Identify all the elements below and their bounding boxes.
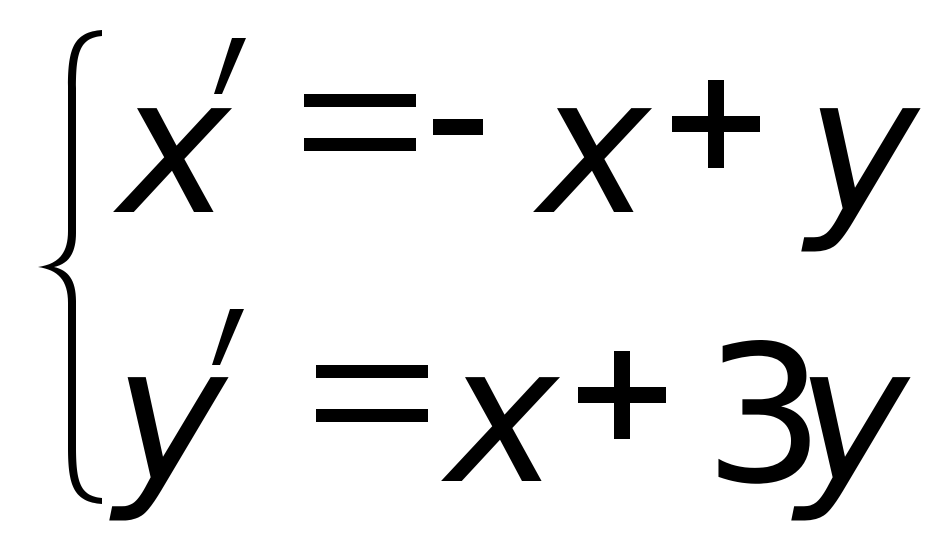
row2-prime-mark: [212, 309, 244, 365]
row1-op-label: +: [672, 100, 712, 101]
row1-minus-sign: [433, 119, 483, 135]
row2-equals-sign: [316, 365, 428, 422]
row1-rhs-variable-x: x: [538, 36, 651, 257]
left-curly-brace: [38, 30, 102, 504]
equation-row-2: y x + 3 y: [0, 267, 937, 534]
row1-equals-sign: [304, 94, 416, 151]
row1-sign-label: -: [433, 100, 483, 101]
row1-rhs-variable-y: y: [806, 36, 919, 257]
row2-lhs-variable: y: [114, 305, 227, 526]
equation-row-1: x - x + y: [118, 36, 919, 257]
row2-plus-sign: [578, 351, 666, 439]
row2-rhs-variable-y: y: [796, 305, 909, 526]
row1-prime-mark: [214, 38, 246, 94]
row2-coefficient: 3: [704, 305, 825, 526]
row1-plus-sign: [672, 80, 760, 168]
row1-lhs-variable: x: [118, 36, 231, 257]
row2-rhs-variable-x: x: [446, 305, 559, 526]
row2-op-label: +: [578, 367, 618, 368]
